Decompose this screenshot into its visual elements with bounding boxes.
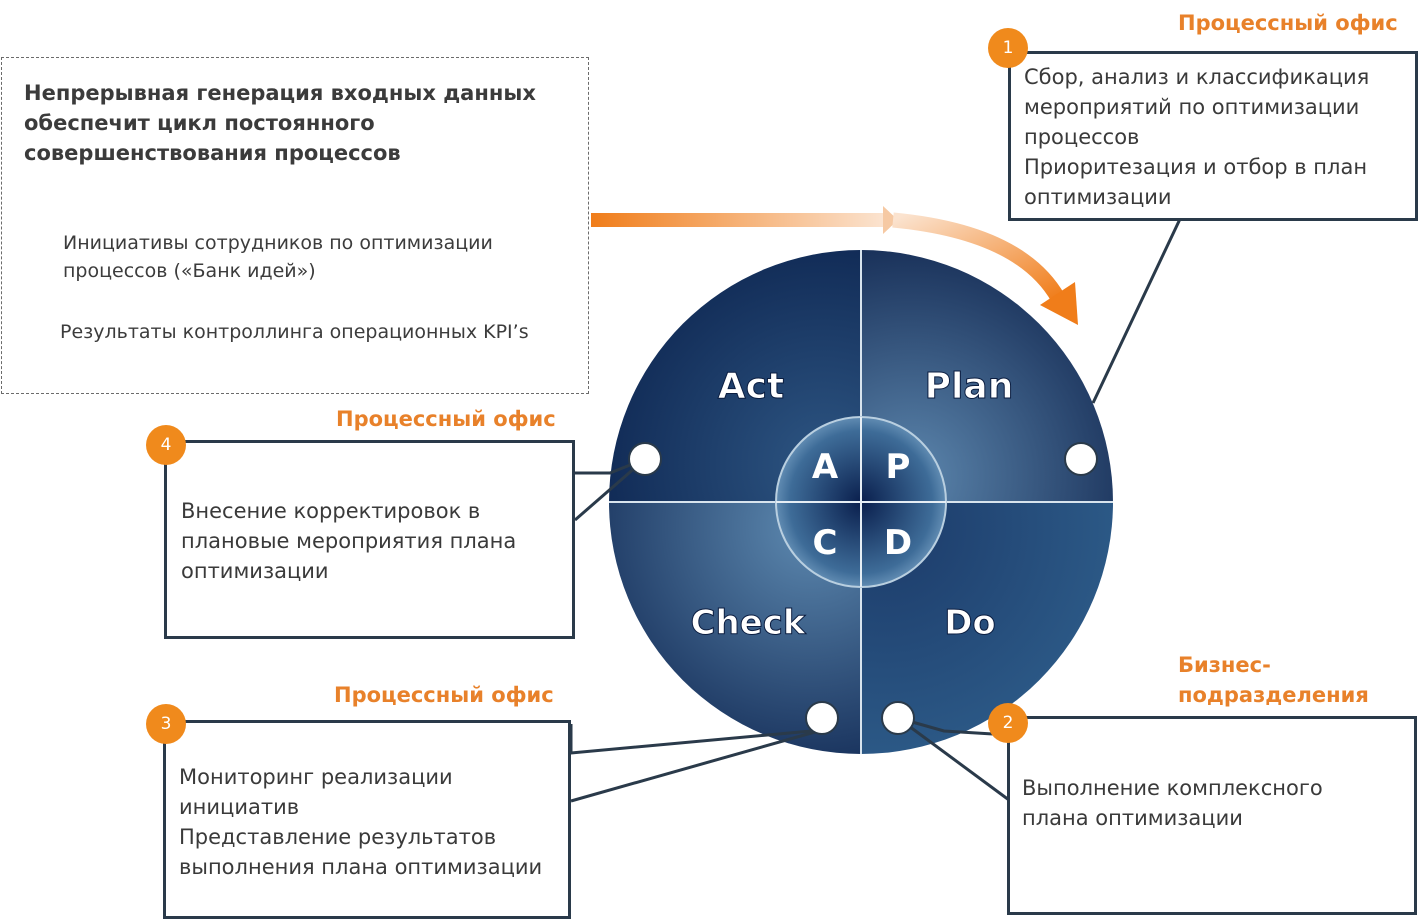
step1-line: процессов: [1024, 125, 1140, 149]
step4-line: плановые мероприятия плана: [181, 529, 517, 553]
input-data-box: [1, 57, 589, 394]
connector-step3: [569, 724, 823, 755]
step3-line: выполнения плана оптимизации: [179, 855, 543, 879]
step2-number-badge: 2: [988, 703, 1028, 743]
quadrant-label-do: Do: [944, 603, 996, 643]
connector-step2b: [897, 716, 1010, 802]
step4-text: Внесение корректировок в плановые меропр…: [181, 496, 566, 586]
step4-line: Внесение корректировок в: [181, 499, 481, 523]
step2-text: Выполнение комплексного плана оптимизаци…: [1022, 773, 1407, 833]
markers: [628, 442, 1098, 735]
step1-owner: Процессный офис: [1178, 11, 1398, 35]
step4-line: оптимизации: [181, 559, 329, 583]
connector-step3b: [570, 728, 823, 803]
step1-box: [1008, 51, 1418, 221]
inner-circle: [775, 416, 947, 588]
step3-number-badge: 3: [146, 704, 186, 744]
input-title: Непрерывная генерация входных данных обе…: [24, 81, 536, 165]
step2-box: [1007, 716, 1417, 915]
step1-line: мероприятий по оптимизации: [1024, 95, 1360, 119]
step4-box: [164, 440, 575, 639]
quadrant-do: [861, 502, 1113, 754]
step2-owner: Бизнес- подразделения: [1178, 650, 1369, 710]
quadrant-act: [609, 250, 861, 502]
step2-line: плана оптимизации: [1022, 806, 1243, 830]
step3-text: Мониторинг реализации инициатив Представ…: [179, 762, 564, 882]
marker-check: [805, 701, 839, 735]
input-arrow: [591, 206, 1078, 325]
letter-d: D: [884, 523, 912, 563]
step2-owner-line: подразделения: [1178, 683, 1369, 707]
step2-owner-line: Бизнес-: [1178, 653, 1271, 677]
marker-plan: [1064, 442, 1098, 476]
quadrant-label-act: Act: [718, 366, 784, 407]
quadrant-plan: [861, 250, 1113, 502]
connector-step1: [1085, 217, 1183, 404]
step1-line: оптимизации: [1024, 185, 1172, 209]
input-item-ideas: Инициативы сотрудников по оптимизации пр…: [63, 232, 493, 282]
step2-line: Выполнение комплексного: [1022, 776, 1323, 800]
step3-line: Мониторинг реализации: [179, 765, 453, 789]
marker-act: [628, 442, 662, 476]
step1-line: Сбор, анализ и классификация: [1024, 65, 1370, 89]
step1-number-badge: 1: [988, 28, 1028, 68]
letter-p: P: [886, 447, 911, 487]
step3-line: инициатив: [179, 795, 300, 819]
step3-line: Представление результатов: [179, 825, 497, 849]
letter-a: A: [812, 447, 839, 487]
quadrant-check: [609, 502, 861, 754]
step3-owner: Процессный офис: [334, 683, 554, 707]
step4-number-badge: 4: [146, 425, 186, 465]
letter-c: C: [813, 523, 838, 563]
quadrant-label-check: Check: [691, 603, 807, 643]
marker-do: [881, 701, 915, 735]
input-item-kpi: Результаты контроллинга операционных KPI…: [60, 321, 529, 343]
step1-text: Сбор, анализ и классификация мероприятий…: [1024, 62, 1409, 212]
step1-line: Приоритезация и отбор в план: [1024, 155, 1368, 179]
step4-owner: Процессный офис: [336, 407, 556, 431]
cycle-circle: [609, 250, 1113, 754]
quadrant-label-plan: Plan: [925, 366, 1014, 407]
step3-box: [163, 720, 571, 919]
